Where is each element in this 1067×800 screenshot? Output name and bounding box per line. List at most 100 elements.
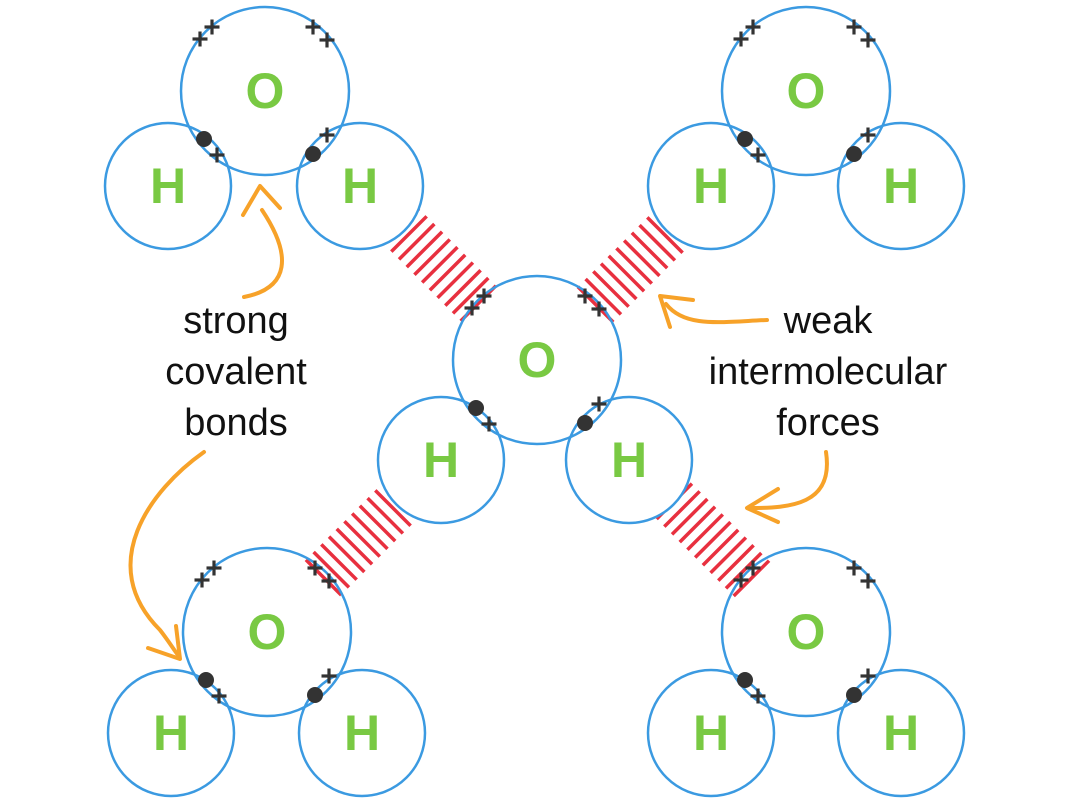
oxygen-atom-shell xyxy=(181,546,353,718)
lone-pair-electron-icon xyxy=(591,301,607,317)
hydrogen-bond-stripe xyxy=(312,550,351,589)
label-arrows xyxy=(128,184,829,661)
oxygen-electron-cross-icon xyxy=(211,688,227,704)
hydrogen-atom-shell xyxy=(836,121,966,251)
hydrogen-bond-stripe xyxy=(413,238,452,277)
hydrogen-atom-shell xyxy=(646,668,776,798)
hydrogen-bond-stripe xyxy=(663,490,701,528)
lone-pair-electron-icon xyxy=(192,31,208,47)
hydrogen-bond-stripe xyxy=(709,536,748,575)
hydrogen-atom-label: H xyxy=(423,432,459,488)
oxygen-atom-label: O xyxy=(518,332,557,388)
hydrogen-electron-dot-icon xyxy=(468,400,484,416)
covalent-arrow-bottom xyxy=(128,450,206,657)
hydrogen-electron-dot-icon xyxy=(737,131,753,147)
hydrogen-bond-stripe xyxy=(732,559,771,598)
hydrogen-bond-stripe xyxy=(374,489,412,527)
hydrogen-bond-stripe xyxy=(724,551,763,590)
hydrogen-bond-stripe xyxy=(405,230,444,269)
hydrogen-bond-stripe xyxy=(428,253,467,292)
hydrogen-atom-label: H xyxy=(693,705,729,761)
water-molecule-bottom-left: O H H xyxy=(106,546,427,798)
hydrogen-atom-label: H xyxy=(883,705,919,761)
hydrogen-atom-shell xyxy=(376,395,506,525)
lone-pair-electron-icon xyxy=(577,288,593,304)
intermolecular-arrow-top xyxy=(664,302,769,325)
hydrogen-bond-stripe xyxy=(366,496,405,535)
oxygen-atom-shell xyxy=(179,5,351,177)
intermolecular-arrow-bottom xyxy=(748,450,829,510)
hydrogen-atom-shell xyxy=(646,121,776,251)
hydrogen-bond-stripe xyxy=(304,558,343,597)
hydrogen-bond-stripe xyxy=(343,519,382,558)
hydrogen-atom-shell xyxy=(103,121,233,251)
hydrogen-bond-stripe xyxy=(320,543,358,581)
hydrogen-electron-dot-icon xyxy=(846,687,862,703)
hydrogen-bond-stripe xyxy=(335,527,374,566)
hydrogen-bond-stripe xyxy=(451,276,490,315)
oxygen-atom-label: O xyxy=(248,604,287,660)
oxygen-electron-cross-icon xyxy=(750,147,766,163)
lone-pair-electron-icon xyxy=(204,19,220,35)
lone-pair-electron-icon xyxy=(321,573,337,589)
lone-pair-electron-icon xyxy=(745,560,761,576)
hydrogen-bond-stripe xyxy=(444,269,482,307)
oxygen-electron-cross-icon xyxy=(591,396,607,412)
oxygen-electron-cross-icon xyxy=(209,147,225,163)
hydrogen-bond-stripe xyxy=(607,254,646,293)
oxygen-atom-label: O xyxy=(787,63,826,119)
lone-pair-electron-icon xyxy=(305,19,321,35)
lone-pair-electron-icon xyxy=(846,19,862,35)
covalent-arrow-top-head xyxy=(241,184,282,217)
oxygen-electron-cross-icon xyxy=(319,127,335,143)
hydrogen-bond-stripe xyxy=(327,535,366,574)
oxygen-electron-cross-icon xyxy=(860,127,876,143)
lone-pair-electron-icon xyxy=(194,572,210,588)
lone-pair-electron-icon xyxy=(206,560,222,576)
hydrogen-atom-label: H xyxy=(150,158,186,214)
oxygen-atom-label: O xyxy=(787,604,826,660)
covalent-label-line-3: bonds xyxy=(184,402,288,444)
hydrogen-bond-stripe xyxy=(686,513,725,552)
lone-pair-electron-icon xyxy=(860,32,876,48)
oxygen-atom-label: O xyxy=(246,63,285,119)
hydrogen-bond-stripe xyxy=(420,245,459,284)
intermolecular-arrow-top-head xyxy=(658,294,695,329)
water-molecule-bottom-right: O H H xyxy=(646,546,966,798)
hydrogen-electron-dot-icon xyxy=(737,672,753,688)
intermolecular-arrow-bottom-head xyxy=(745,487,780,524)
hydrogen-bond-stripe xyxy=(436,261,475,300)
hydrogen-bond-stripe xyxy=(646,216,684,254)
oxygen-atom-shell xyxy=(451,274,623,446)
lone-pair-electron-icon xyxy=(319,32,335,48)
hydrogen-bond-stripe xyxy=(390,215,428,253)
hydrogen-bond-stripe xyxy=(397,222,436,261)
oxygen-electron-cross-icon xyxy=(321,668,337,684)
hydrogen-bond-stripe xyxy=(701,528,740,567)
hydrogen-atom-label: H xyxy=(344,705,380,761)
hydrogen-electron-dot-icon xyxy=(305,146,321,162)
intermolecular-forces-label: weak intermolecular forces xyxy=(709,300,948,444)
hydrogen-bond-stripe xyxy=(638,223,677,262)
hydrogen-atom-label: H xyxy=(611,432,647,488)
hydrogen-bond-stripe xyxy=(584,277,623,316)
hydrogen-atom-label: H xyxy=(883,158,919,214)
lone-pair-electron-icon xyxy=(307,560,323,576)
oxygen-electron-cross-icon xyxy=(750,688,766,704)
hydrogen-electron-dot-icon xyxy=(846,146,862,162)
covalent-arrow-bottom-head xyxy=(146,624,182,661)
covalent-arrow-top xyxy=(242,208,284,299)
hydrogen-atom-label: H xyxy=(153,705,189,761)
hydrogen-bond-stripe xyxy=(693,520,732,559)
lone-pair-electron-icon xyxy=(860,573,876,589)
lone-pair-electron-icon xyxy=(745,19,761,35)
hydrogen-bond-stripe xyxy=(622,239,661,278)
lone-pair-electron-icon xyxy=(733,31,749,47)
lone-pair-electron-icon xyxy=(733,572,749,588)
hydrogen-electron-dot-icon xyxy=(198,672,214,688)
hydrogen-bond-stripe xyxy=(350,512,389,551)
